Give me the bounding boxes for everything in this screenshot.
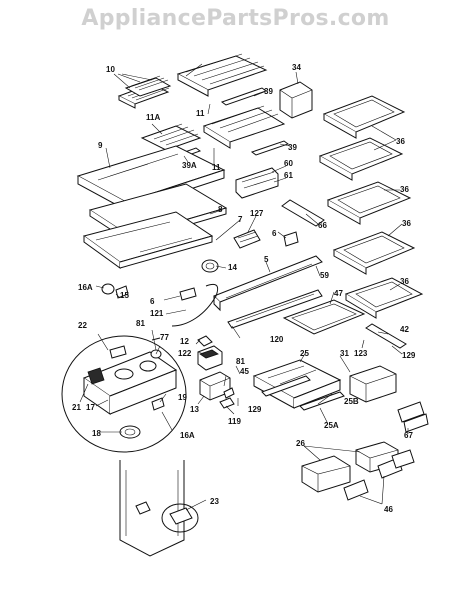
label-5: 5 (264, 255, 269, 264)
part-7-shelf (82, 211, 214, 269)
label-67: 67 (404, 431, 413, 440)
label-39: 39 (264, 87, 273, 96)
label-81b: 81 (236, 357, 245, 366)
label-18: 18 (92, 429, 101, 438)
label-122: 122 (178, 349, 192, 358)
part-31-crisper (349, 365, 397, 403)
label-39A: 39A (182, 161, 197, 170)
label-60: 60 (284, 159, 293, 168)
label-120: 120 (270, 335, 284, 344)
label-129: 129 (402, 351, 416, 360)
part-14-knob (201, 259, 219, 273)
label-21: 21 (72, 403, 81, 412)
part-10-racks (117, 75, 172, 109)
label-9: 9 (98, 141, 103, 150)
detail-circle (61, 335, 187, 453)
label-36b: 36 (400, 185, 409, 194)
label-17: 17 (86, 403, 95, 412)
part-120-rail (227, 289, 323, 329)
label-11A: 11A (146, 113, 160, 122)
label-16A-b: 16A (180, 431, 195, 440)
label-11b: 11 (212, 163, 221, 172)
label-77: 77 (160, 333, 169, 342)
label-25: 25 (300, 349, 309, 358)
part-25-drawer-frame (252, 359, 345, 411)
label-36d: 36 (400, 277, 409, 286)
watermark: AppliancePartsPros.com (81, 6, 390, 31)
part-11-shelf-frame-upper (176, 53, 268, 106)
label-59: 59 (320, 271, 329, 280)
label-10: 10 (106, 65, 115, 74)
label-47: 47 (334, 289, 343, 298)
label-46: 46 (384, 505, 393, 514)
part-36-glass-shelves (318, 95, 424, 319)
part-127-fan (233, 229, 261, 249)
label-22: 22 (78, 321, 87, 330)
part-67-bins (397, 401, 429, 433)
label-36c: 36 (402, 219, 411, 228)
part-47-glass-panel (282, 299, 366, 335)
label-127: 127 (250, 209, 264, 218)
label-8: 8 (218, 205, 223, 214)
label-12: 12 (180, 337, 189, 346)
label-7: 7 (238, 215, 243, 224)
label-19: 19 (178, 393, 187, 402)
label-39b: 39 (288, 143, 297, 152)
label-45: 45 (240, 367, 249, 376)
label-6b: 6 (150, 297, 155, 306)
label-23: 23 (210, 497, 219, 506)
part-26-baskets (301, 441, 415, 501)
label-14: 14 (228, 263, 237, 272)
part-60-61-bracket (235, 167, 279, 199)
part-5-rail (213, 255, 323, 312)
part-16A-15 (101, 283, 129, 299)
label-13: 13 (190, 405, 199, 414)
part-6-clip (179, 231, 299, 301)
label-129b: 129 (248, 405, 262, 414)
label-61: 61 (284, 171, 293, 180)
part-23-cabinet-detail (119, 460, 199, 557)
part-11-shelf-frame-lower (202, 105, 290, 156)
label-25A: 25A (324, 421, 339, 430)
label-6: 6 (272, 229, 277, 238)
callout-labels: 10 11A 11 39 34 39A 11 39 36 9 60 61 36 … (72, 63, 416, 514)
label-42: 42 (400, 325, 409, 334)
label-81: 81 (136, 319, 145, 328)
label-123: 123 (354, 349, 368, 358)
label-34: 34 (292, 63, 301, 72)
part-66-rail (281, 199, 325, 227)
part-42-bar (365, 323, 407, 349)
label-26: 26 (296, 439, 305, 448)
part-121-hose (171, 283, 219, 327)
part-12-122-13 (197, 335, 235, 409)
label-121: 121 (150, 309, 164, 318)
label-31: 31 (340, 349, 349, 358)
label-11: 11 (196, 109, 205, 118)
label-15: 15 (120, 291, 129, 300)
label-119: 119 (228, 417, 241, 426)
part-34-bin (279, 81, 313, 119)
label-66: 66 (318, 221, 327, 230)
label-36a: 36 (396, 137, 405, 146)
leader-lines (79, 63, 409, 511)
label-25B: 25B (344, 397, 359, 406)
label-16A: 16A (78, 283, 93, 292)
